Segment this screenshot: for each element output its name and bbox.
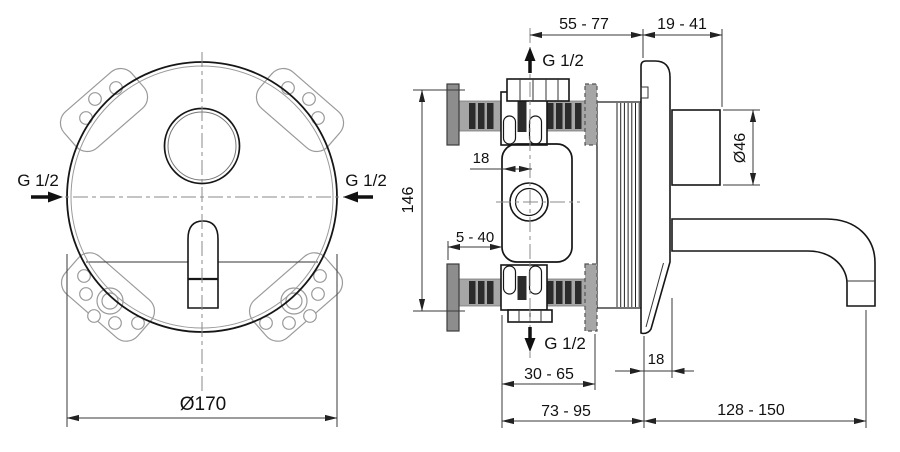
pipe-flange-top-alt <box>584 83 598 146</box>
escutcheon <box>640 60 671 335</box>
union-nut-top <box>506 78 570 102</box>
port-arrow-down <box>524 327 536 352</box>
port-top-label: G 1/2 <box>542 51 584 70</box>
sleeve-thread <box>616 103 640 307</box>
dim-height-label: 146 <box>400 187 417 214</box>
control-knob <box>671 109 721 186</box>
bottom-supply-assembly <box>446 263 598 332</box>
inlet-arrow-right <box>343 191 373 203</box>
dim-wall-thickness-label: 30 - 65 <box>524 366 574 383</box>
inlet-arrow-left <box>31 191 63 203</box>
pipe-flange-top <box>446 83 460 146</box>
dimension-spout-reach: 128 - 150 <box>643 310 867 428</box>
port-arrow-up <box>524 47 536 73</box>
mounting-tab-bottom-left <box>60 252 156 342</box>
dim-knob-diameter-label: Ø46 <box>732 133 749 163</box>
dimension-diameter-170: Ø170 <box>66 254 338 427</box>
dim-offset-top-label: 55 - 77 <box>559 16 609 33</box>
dimension-body-projection: 73 - 95 <box>501 315 645 428</box>
mounting-tab-bottom-right <box>248 252 344 342</box>
dim-spout-reach-label: 128 - 150 <box>717 402 785 419</box>
pipe-flange-bottom-alt <box>584 263 598 332</box>
dim-axis-offset-label: 18 <box>473 150 490 167</box>
spout <box>671 218 876 307</box>
dim-trim-depth-label: 18 <box>648 351 665 368</box>
dimension-wall-thickness: 30 - 65 <box>501 334 596 390</box>
dim-trim-projection-label: 19 - 41 <box>657 16 707 33</box>
body-sleeve <box>596 101 642 309</box>
port-right-label: G 1/2 <box>345 171 387 190</box>
front-view: G 1/2 G 1/2 Ø170 <box>17 52 387 427</box>
diameter-label: Ø170 <box>180 394 226 415</box>
port-bottom-label: G 1/2 <box>544 334 586 353</box>
dimension-install-depth: 5 - 40 <box>447 229 503 260</box>
dimension-knob-diameter: Ø46 <box>723 109 760 186</box>
dimension-height-146: 146 <box>400 89 465 312</box>
port-left-label: G 1/2 <box>17 171 59 190</box>
top-supply-assembly <box>446 78 598 146</box>
mixer-body <box>501 143 573 263</box>
dimension-trim-depth: 18 <box>615 298 694 378</box>
side-view: G 1/2 G 1/2 55 - 77 19 - 41 146 <box>400 16 876 428</box>
dimension-axis-offset: 18 <box>470 150 532 173</box>
dim-body-projection-label: 73 - 95 <box>541 403 591 420</box>
pipe-flange-bottom <box>446 263 460 332</box>
dim-install-depth-label: 5 - 40 <box>456 229 494 246</box>
dimension-trim-projection: 19 - 41 <box>642 16 723 107</box>
spout-connector <box>187 220 219 309</box>
